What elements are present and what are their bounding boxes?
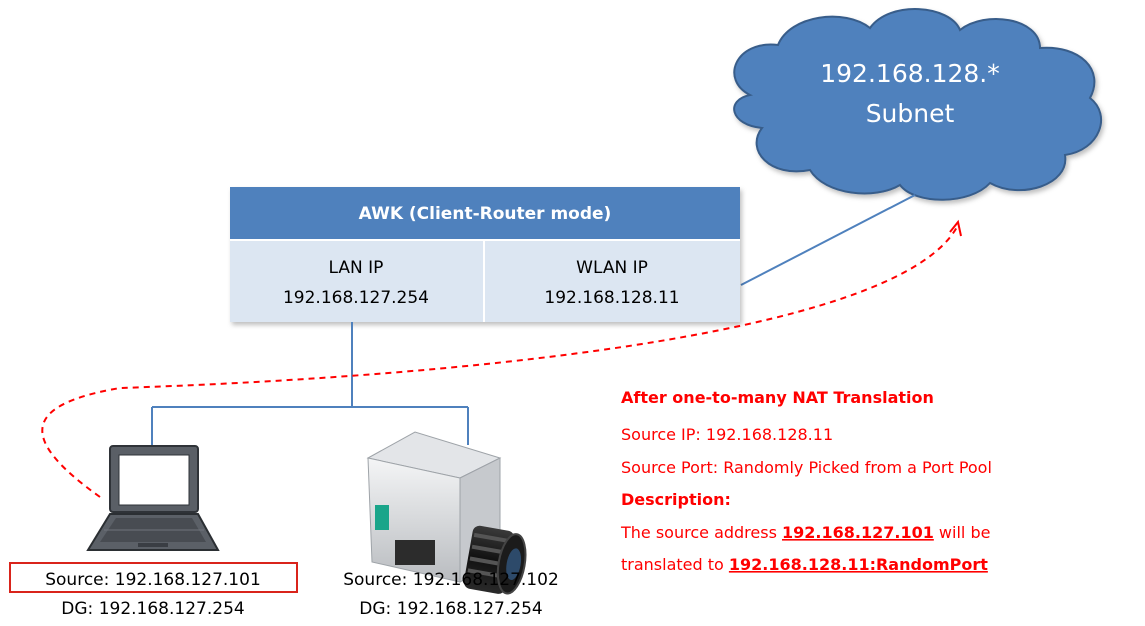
laptop-icon [86,445,220,551]
awk-lan-ip: 192.168.127.254 [283,288,429,308]
nat-desc-part3: translated to [621,555,729,574]
camera-source: Source: 192.168.127.102 [343,570,559,590]
camera-gateway: DG: 192.168.127.254 [359,599,542,619]
nat-title: After one-to-many NAT Translation [621,388,934,407]
cloud-subnet-label: Subnet [866,99,955,128]
nat-translated-address: 192.168.128.11:RandomPort [729,555,988,574]
laptop-source-highlight [9,562,298,593]
nat-path-arrow [41,219,962,498]
nat-source-port: Source Port: Randomly Picked from a Port… [621,458,992,477]
laptop-source: Source: 192.168.127.101 [45,570,261,590]
awk-wlan-label: WLAN IP [576,258,648,278]
awk-lan-label: LAN IP [329,258,384,278]
nat-description-label: Description: [621,490,731,509]
awk-title: AWK (Client-Router mode) [359,204,612,224]
nat-description: After one-to-many NAT Translation Source… [620,388,992,574]
nat-description-line1: The source address 192.168.127.101 will … [620,523,990,542]
awk-wlan-ip: 192.168.128.11 [544,288,679,308]
awk-device-table: AWK (Client-Router mode) LAN IP 192.168.… [230,187,740,322]
subnet-cloud: 192.168.128.* Subnet [733,8,1103,201]
nat-source-ip: Source IP: 192.168.128.11 [621,425,833,444]
nat-source-address: 192.168.127.101 [782,523,934,542]
awk-header [230,187,740,239]
nat-desc-part2: will be [934,523,991,542]
awk-wlan-cell [485,241,740,322]
awk-lan-cell [230,241,483,322]
wlan-link-line [740,194,916,286]
nat-description-line2: translated to 192.168.128.11:RandomPort [621,555,988,574]
ip-camera-icon [366,431,527,595]
cloud-subnet-ip: 192.168.128.* [820,59,1000,88]
nat-desc-part1: The source address [620,523,782,542]
lan-tree [151,322,469,445]
laptop-gateway: DG: 192.168.127.254 [61,599,244,619]
cloud-icon [733,8,1103,201]
